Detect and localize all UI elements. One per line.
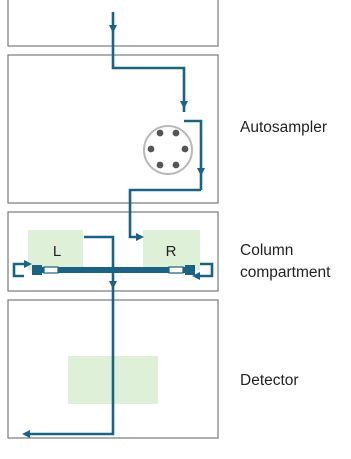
- flow-line-right-loop: [195, 262, 214, 278]
- column-zone-right-label: R: [166, 243, 177, 260]
- arrow-down-icon: [180, 101, 188, 109]
- arrow-left-icon: [192, 272, 200, 280]
- arrow-down-icon: [109, 281, 117, 289]
- injection-valve-icon: [143, 125, 193, 175]
- column-zone-right: [143, 230, 200, 270]
- autosampler-module-box: [7, 54, 219, 204]
- column-zone-left-label: L: [53, 243, 61, 260]
- flow-line-valve-loop: [184, 119, 203, 190]
- arrow-down-icon: [197, 168, 205, 176]
- column-zone-left: [28, 230, 83, 270]
- column-compartment-label: Column compartment: [240, 242, 331, 281]
- arrow-left-icon: [22, 430, 30, 438]
- flow-line-column-outlet: [28, 235, 115, 436]
- arrow-right-icon: [24, 260, 32, 268]
- flow-line-inlet: [111, 12, 186, 112]
- arrow-right-icon: [136, 233, 144, 241]
- arrow-down-icon: [109, 25, 117, 33]
- flow-line-to-column: [128, 188, 201, 239]
- autosampler-label: Autosampler: [240, 119, 328, 136]
- flow-line-left-loop: [12, 262, 28, 278]
- detector-label: Detector: [240, 372, 299, 389]
